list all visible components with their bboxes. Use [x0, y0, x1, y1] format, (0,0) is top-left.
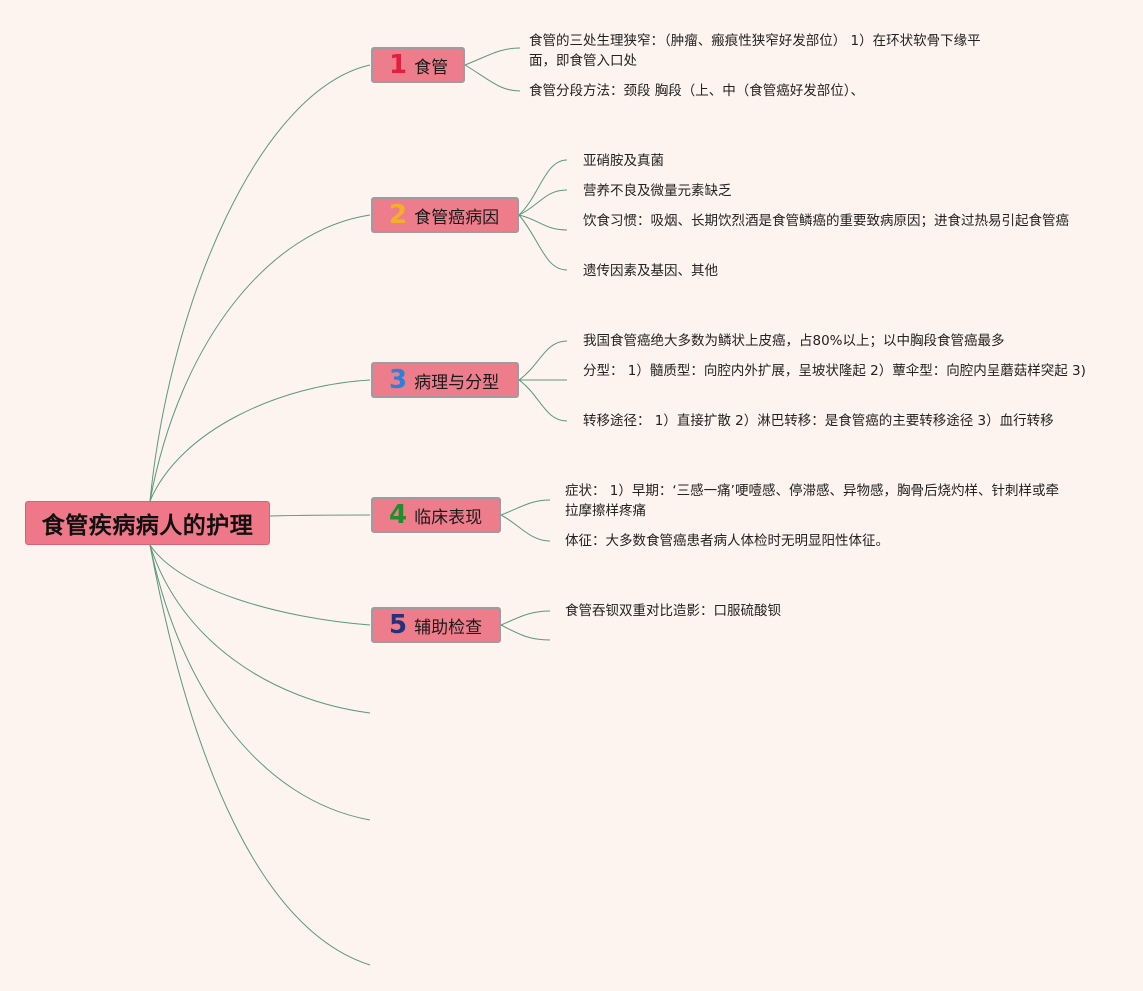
connector-b1-leaf-1: [464, 47, 521, 66]
root-node[interactable]: 食管疾病病人的护理: [25, 501, 270, 545]
connector-b4-leaf-1: [500, 499, 551, 516]
connector-root-branch-1: [149, 64, 371, 502]
branch-number-3: 3: [389, 365, 408, 395]
branch-node-3[interactable]: 3 病理与分型: [371, 362, 519, 398]
connector-root-empty-6: [149, 544, 371, 714]
connector-b3-leaf-3: [518, 379, 568, 422]
leaf-3-2: 分型： 1）髓质型：向腔内外扩展，呈坡状隆起 2）蕈伞型：向腔内呈蘑菇样突起 3…: [583, 363, 1086, 379]
leaf-3-1: 我国食管癌绝大多数为鳞状上皮癌，占80%以上；以中胸段食管癌最多: [583, 333, 1005, 349]
leaf-3-3: 转移途径： 1）直接扩散 2）淋巴转移：是食管癌的主要转移途径 3）血行转移: [583, 413, 1054, 429]
branch-label-5: 辅助检查: [414, 617, 483, 638]
connector-b5-leaf-1: [500, 610, 551, 626]
leaf-4-1: 症状： 1）早期：‘三感一痛’哽噎感、停滞感、异物感，胸骨后烧灼样、针刺样或牵拉…: [565, 483, 1059, 519]
connector-b1-leaf-2: [464, 64, 521, 92]
root-label: 食管疾病病人的护理: [41, 513, 254, 539]
connector-root-branch-4: [269, 514, 371, 517]
leaf-1-2: 食管分段方法：颈段 胸段（上、中（食管癌好发部位）、: [529, 83, 865, 99]
leaf-2-4: 遗传因素及基因、其他: [583, 263, 718, 279]
branch-number-2: 2: [389, 200, 408, 230]
branch-label-4: 临床表现: [414, 507, 483, 528]
connector-root-empty-8: [149, 544, 371, 966]
branch-node-1[interactable]: 1 食管: [371, 47, 465, 83]
leaf-4-2: 体征：大多数食管癌患者病人体检时无明显阳性体征。: [565, 533, 889, 549]
connector-root-branch-5: [149, 544, 371, 626]
branch-number-4: 4: [389, 500, 408, 530]
branch-number-5: 5: [389, 610, 408, 640]
connector-b4-leaf-2: [500, 514, 551, 542]
branch-node-5[interactable]: 5 辅助检查: [371, 607, 501, 643]
connector-root-branch-2: [149, 214, 371, 502]
branch-node-2[interactable]: 2 食管癌病因: [371, 197, 519, 233]
connector-b5-leaf-2: [500, 624, 551, 641]
connector-b2-leaf-4: [518, 214, 568, 271]
branch-number-1: 1: [389, 50, 408, 80]
branch-label-3: 病理与分型: [414, 372, 500, 393]
connector-root-empty-7: [149, 544, 371, 821]
branch-label-2: 食管癌病因: [414, 207, 500, 228]
connector-root-branch-3: [149, 379, 371, 502]
leaf-1-1: 食管的三处生理狭窄：（肿瘤、瘢痕性狭窄好发部位） 1）在环状软骨下缘平面，即食管…: [529, 33, 981, 69]
connector-b3-leaf-1: [518, 340, 568, 381]
connector-b2-leaf-3: [518, 214, 568, 231]
leaf-5-1: 食管吞钡双重对比造影：口服硫酸钡: [565, 603, 781, 619]
connector-b2-leaf-2: [518, 189, 568, 216]
branch-label-1: 食管: [414, 57, 449, 78]
leaf-2-2: 营养不良及微量元素缺乏: [583, 183, 732, 199]
leaf-2-1: 亚硝胺及真菌: [583, 153, 664, 169]
branch-node-4[interactable]: 4 临床表现: [371, 497, 501, 533]
connector-b2-leaf-1: [518, 159, 568, 216]
leaf-2-3: 饮食习惯：吸烟、长期饮烈酒是食管鳞癌的重要致病原因；进食过热易引起食管癌: [583, 213, 1069, 229]
